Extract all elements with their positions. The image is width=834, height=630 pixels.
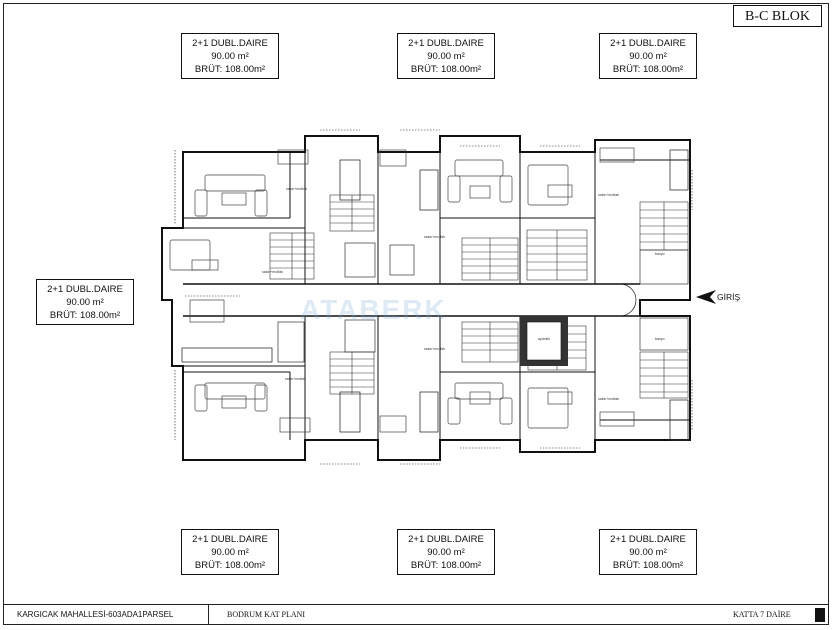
unit-gross-area: BRÜT: 108.00m² — [194, 560, 266, 571]
plan-name: BODRUM KAT PLANI — [227, 610, 306, 619]
title-block: KARGICAK MAHALLESİ-603ADA1PARSEL BODRUM … — [3, 604, 829, 625]
room-label: salon+mutfak — [598, 397, 619, 401]
entrance-arrow-icon — [696, 290, 716, 304]
unit-gross-area: BRÜT: 108.00m² — [194, 64, 266, 75]
room-label: banyo — [655, 337, 665, 341]
unit-gross-area: BRÜT: 108.00m² — [49, 310, 121, 321]
room-label: salon+mutfak — [424, 235, 445, 239]
project-location: KARGICAK MAHALLESİ-603ADA1PARSEL — [17, 610, 174, 619]
watermark: ATABERK — [300, 294, 447, 325]
room-label: banyo — [655, 252, 665, 256]
unit-type: 2+1 DUBL.DAIRE — [192, 534, 268, 545]
room-label: salon+mutfak — [262, 270, 283, 274]
entrance-label: GİRİŞ — [717, 292, 741, 302]
unit-net-area: 90.00 m² — [427, 547, 465, 558]
logo-mark — [815, 608, 825, 622]
room-label: aydınlık — [538, 337, 550, 341]
unit-type: 2+1 DUBL.DAIRE — [47, 284, 123, 295]
unit-net-area: 90.00 m² — [427, 51, 465, 62]
unit-net-area: 90.00 m² — [66, 297, 104, 308]
unit-info-box: 2+1 DUBL.DAIRE 90.00 m² BRÜT: 108.00m² — [599, 529, 697, 575]
unit-info-box: 2+1 DUBL.DAIRE 90.00 m² BRÜT: 108.00m² — [181, 33, 279, 79]
unit-gross-area: BRÜT: 108.00m² — [612, 64, 684, 75]
unit-gross-area: BRÜT: 108.00m² — [612, 560, 684, 571]
unit-type: 2+1 DUBL.DAIRE — [408, 38, 484, 49]
unit-type: 2+1 DUBL.DAIRE — [610, 534, 686, 545]
unit-gross-area: BRÜT: 108.00m² — [410, 560, 482, 571]
room-label: salon+mutfak — [286, 187, 307, 191]
unit-net-area: 90.00 m² — [211, 547, 249, 558]
drawing-frame — [3, 3, 829, 625]
room-label: salon+mutfak — [285, 377, 306, 381]
floor-info: KATTA 7 DAİRE — [733, 610, 791, 619]
unit-info-box: 2+1 DUBL.DAIRE 90.00 m² BRÜT: 108.00m² — [397, 33, 495, 79]
block-title: B-C BLOK — [733, 5, 822, 27]
unit-gross-area: BRÜT: 108.00m² — [410, 64, 482, 75]
unit-type: 2+1 DUBL.DAIRE — [610, 38, 686, 49]
unit-type: 2+1 DUBL.DAIRE — [192, 38, 268, 49]
unit-net-area: 90.00 m² — [211, 51, 249, 62]
room-label: salon+mutfak — [598, 193, 619, 197]
unit-net-area: 90.00 m² — [629, 51, 667, 62]
unit-info-box: 2+1 DUBL.DAIRE 90.00 m² BRÜT: 108.00m² — [36, 279, 134, 325]
unit-info-box: 2+1 DUBL.DAIRE 90.00 m² BRÜT: 108.00m² — [599, 33, 697, 79]
unit-info-box: 2+1 DUBL.DAIRE 90.00 m² BRÜT: 108.00m² — [181, 529, 279, 575]
unit-info-box: 2+1 DUBL.DAIRE 90.00 m² BRÜT: 108.00m² — [397, 529, 495, 575]
unit-net-area: 90.00 m² — [629, 547, 667, 558]
room-label: salon+mutfak — [424, 347, 445, 351]
unit-type: 2+1 DUBL.DAIRE — [408, 534, 484, 545]
